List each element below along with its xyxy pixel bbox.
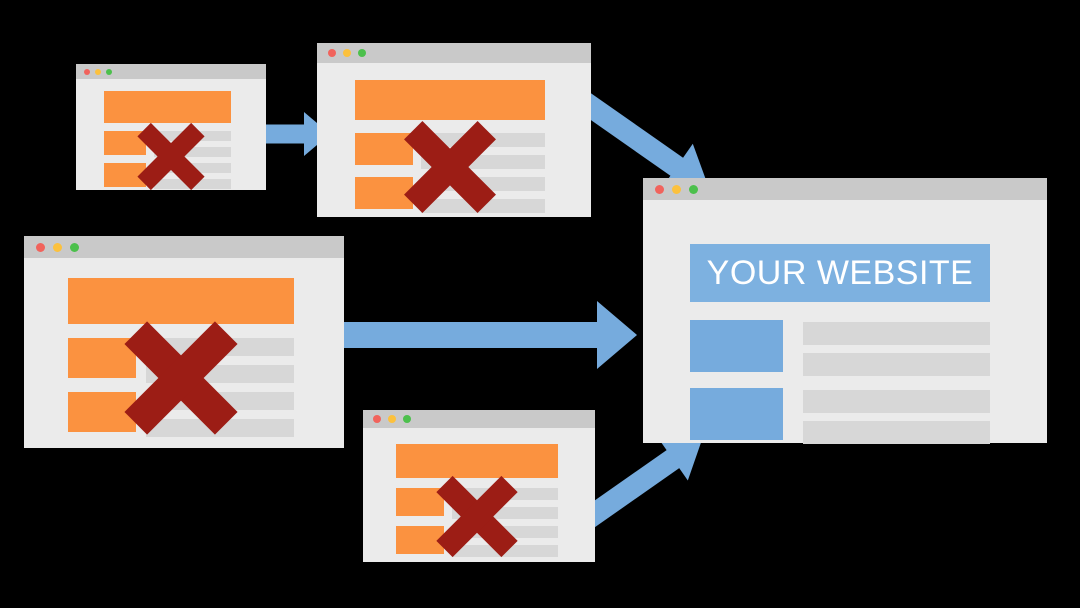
medium-old-website-window-text-line	[421, 199, 545, 213]
your-website-window-thumbnail	[690, 320, 783, 372]
red-window-dot[interactable]	[328, 49, 336, 57]
large-old-website-window-thumbnail	[68, 338, 136, 378]
bottom-old-website-window-thumbnail	[396, 488, 444, 516]
arrow-small-to-medium	[258, 112, 330, 156]
bottom-old-website-window-text-line	[452, 545, 558, 557]
bottom-old-website-window[interactable]	[363, 410, 595, 562]
small-old-website-window-hero-banner	[104, 91, 231, 123]
your-website-window-text-line	[803, 353, 990, 376]
bottom-old-website-window-content	[363, 428, 595, 562]
website-title-label: YOUR WEBSITE	[706, 253, 974, 292]
bottom-old-website-window-text-line	[452, 526, 558, 538]
arrow-small-to-medium-shape	[258, 112, 330, 156]
small-old-website-window[interactable]	[76, 64, 266, 190]
bottom-old-website-window-text-line	[452, 488, 558, 500]
large-old-website-window-window-controls[interactable]	[36, 236, 79, 258]
large-old-website-window-text-line	[146, 365, 294, 383]
medium-old-website-window-window-controls[interactable]	[328, 43, 366, 63]
arrow-large-to-result	[344, 301, 637, 369]
red-window-dot[interactable]	[373, 415, 381, 423]
green-window-dot[interactable]	[358, 49, 366, 57]
your-website-window-text-line	[803, 322, 990, 345]
your-website-window-window-controls[interactable]	[655, 178, 698, 200]
medium-old-website-window-thumbnail	[355, 177, 413, 209]
medium-old-website-window-text-line	[421, 133, 545, 147]
red-window-dot[interactable]	[36, 242, 45, 252]
bottom-old-website-window-thumbnail	[396, 526, 444, 554]
small-old-website-window-content	[76, 79, 266, 190]
your-website-window-text-line	[803, 421, 990, 444]
large-old-website-window-titlebar[interactable]	[24, 236, 344, 258]
small-old-website-window-text-line	[154, 131, 231, 141]
green-window-dot[interactable]	[689, 184, 698, 194]
yellow-window-dot[interactable]	[672, 184, 681, 194]
arrow-medium-to-result-shape	[573, 89, 710, 190]
arrow-bottom-to-result-shape	[579, 437, 703, 530]
your-website-window-thumbnail	[690, 388, 783, 440]
your-website-window-titlebar[interactable]	[643, 178, 1047, 200]
large-old-website-window-text-line	[146, 419, 294, 437]
bottom-old-website-window-window-controls[interactable]	[373, 410, 411, 428]
bottom-old-website-window-text-line	[452, 507, 558, 519]
small-old-website-window-titlebar[interactable]	[76, 64, 266, 79]
yellow-window-dot[interactable]	[95, 68, 101, 75]
medium-old-website-window-thumbnail	[355, 133, 413, 165]
your-website-window-content: YOUR WEBSITE	[643, 200, 1047, 444]
arrow-large-to-result-shape	[344, 301, 637, 369]
green-window-dot[interactable]	[403, 415, 411, 423]
red-window-dot[interactable]	[655, 184, 664, 194]
small-old-website-window-text-line	[154, 163, 231, 173]
medium-old-website-window-text-line	[421, 177, 545, 191]
red-window-dot[interactable]	[84, 68, 90, 75]
small-old-website-window-text-line	[154, 179, 231, 189]
your-website-window[interactable]: YOUR WEBSITE	[643, 178, 1047, 444]
small-old-website-window-text-line	[154, 147, 231, 157]
large-old-website-window-content	[24, 258, 344, 448]
arrow-medium-to-result	[573, 86, 710, 190]
yellow-window-dot[interactable]	[343, 49, 351, 57]
large-old-website-window-thumbnail	[68, 392, 136, 432]
green-window-dot[interactable]	[106, 68, 112, 75]
arrow-bottom-to-result	[579, 437, 703, 533]
medium-old-website-window[interactable]	[317, 43, 591, 217]
your-website-window-hero-banner	[690, 244, 990, 302]
small-old-website-window-thumbnail	[104, 163, 146, 187]
large-old-website-window-text-line	[146, 338, 294, 356]
bottom-old-website-window-titlebar[interactable]	[363, 410, 595, 428]
your-website-window-text-line	[803, 390, 990, 413]
yellow-window-dot[interactable]	[388, 415, 396, 423]
large-old-website-window-hero-banner	[68, 278, 294, 324]
green-window-dot[interactable]	[70, 242, 79, 252]
large-old-website-window[interactable]	[24, 236, 344, 448]
medium-old-website-window-hero-banner	[355, 80, 545, 120]
small-old-website-window-thumbnail	[104, 131, 146, 155]
medium-old-website-window-titlebar[interactable]	[317, 43, 591, 63]
medium-old-website-window-text-line	[421, 155, 545, 169]
small-old-website-window-window-controls[interactable]	[84, 64, 112, 79]
bottom-old-website-window-hero-banner	[396, 444, 558, 478]
large-old-website-window-text-line	[146, 392, 294, 410]
yellow-window-dot[interactable]	[53, 242, 62, 252]
medium-old-website-window-content	[317, 63, 591, 217]
